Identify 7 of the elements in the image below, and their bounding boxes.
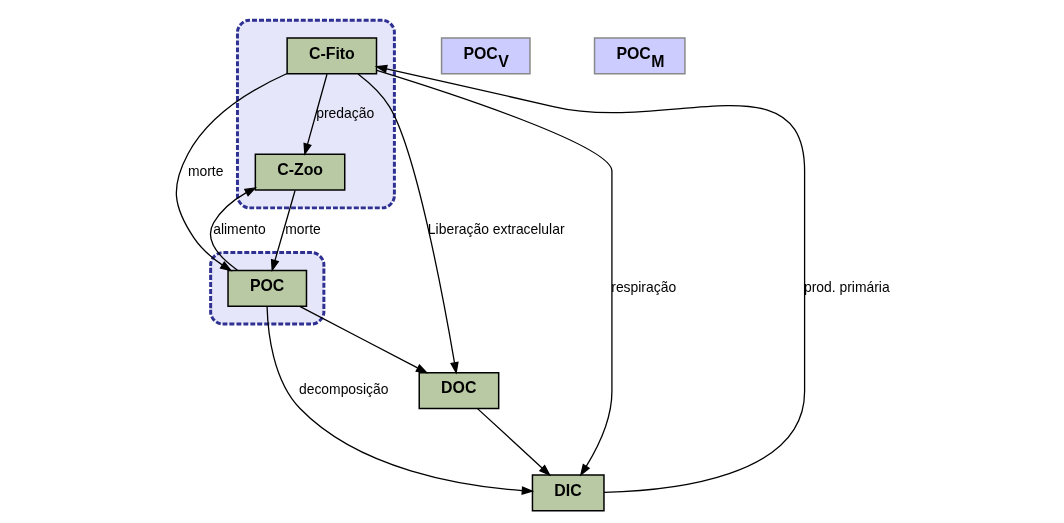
edge-label: alimento: [212, 220, 266, 237]
edge-label: morte: [187, 162, 223, 179]
edge-label: decomposição: [298, 381, 389, 398]
edge-label: prod. primária: [803, 278, 890, 295]
edge-label: Liberação extracelular: [427, 220, 565, 237]
edge-label: morte: [284, 220, 321, 237]
edge-label: predação: [315, 104, 374, 121]
